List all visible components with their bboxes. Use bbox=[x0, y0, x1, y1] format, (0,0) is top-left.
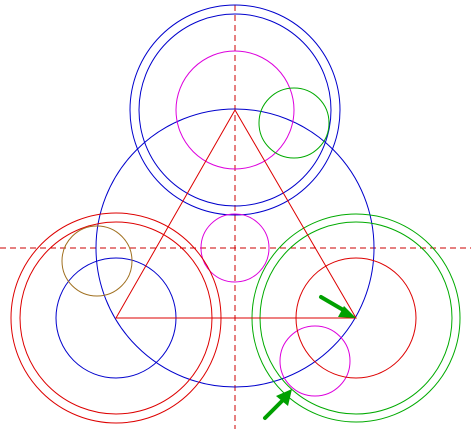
magenta-circle-group bbox=[175, 50, 351, 397]
blue-circle-group bbox=[55, 4, 375, 388]
top-magenta-circle bbox=[175, 50, 295, 170]
central-magenta-small-circle bbox=[200, 213, 270, 283]
arrow-group bbox=[263, 295, 356, 420]
centerlines bbox=[0, 5, 471, 429]
equilateral-triangle bbox=[115, 108, 357, 319]
lower-left-arrow-shaft bbox=[263, 398, 285, 420]
upper-right-arrow-head bbox=[338, 306, 356, 318]
top-blue-inner-circle bbox=[138, 13, 332, 207]
lower-left-arrow-head bbox=[276, 389, 292, 406]
top-green-small-circle bbox=[258, 87, 330, 159]
central-blue-large-circle bbox=[95, 108, 375, 388]
upper-right-arrow bbox=[319, 295, 356, 318]
upper-right-arrow-shaft bbox=[319, 295, 347, 313]
top-blue-outer-circle bbox=[129, 4, 341, 216]
left-olive-small-circle bbox=[61, 225, 133, 297]
right-magenta-circle bbox=[279, 325, 351, 397]
lower-left-arrow bbox=[263, 389, 292, 420]
